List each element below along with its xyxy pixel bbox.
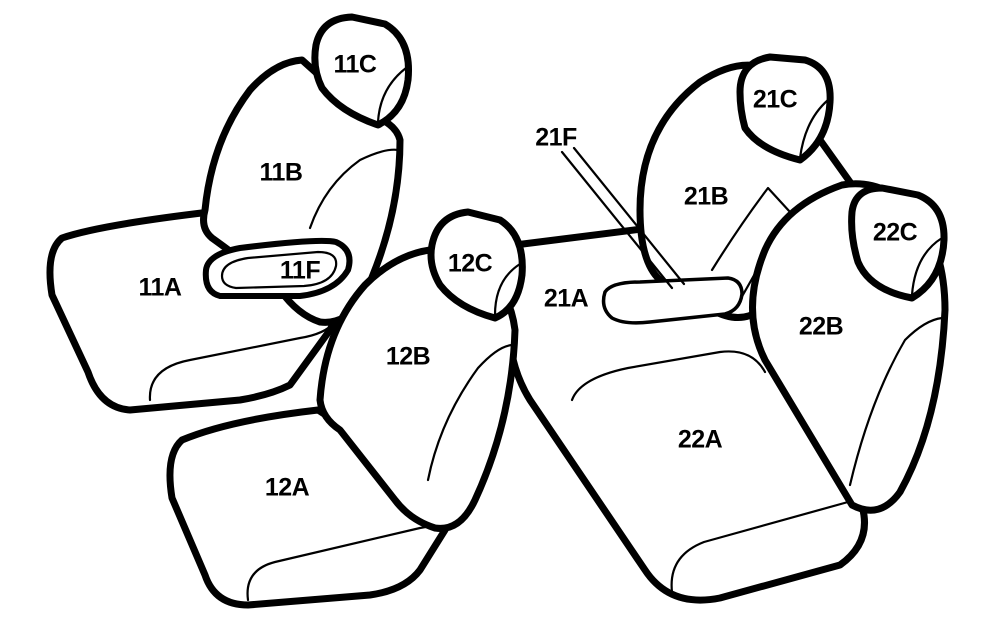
front-left-armrest-inner (220, 250, 338, 290)
rear-headrest-right-shape (848, 184, 948, 302)
front-right-headrest-seam (493, 262, 522, 317)
front-right-back-shape (316, 246, 519, 532)
label-11a: 11A (139, 274, 182, 302)
label-11b: 11B (260, 159, 303, 187)
rear-headrest-left-shape (736, 53, 834, 164)
rear-headrest-left-seam (798, 98, 830, 160)
label-12b: 12B (386, 343, 430, 371)
label-21f: 21F (535, 124, 577, 152)
front-left-back-seam (308, 148, 400, 230)
rear-bench (504, 53, 949, 604)
front-left-armrest-shape (202, 237, 353, 299)
label-21a: 21A (544, 285, 589, 313)
label-12c: 12C (448, 250, 493, 278)
label-21b: 21B (684, 183, 728, 211)
rear-armrest-leader-line (560, 146, 686, 290)
front-right-seat (166, 208, 526, 609)
label-11f: 11F (280, 257, 320, 285)
label-22b: 22B (799, 313, 843, 341)
rear-back-right-seam (848, 316, 944, 487)
rear-armrest-shape (601, 276, 744, 325)
label-12a: 12A (265, 474, 310, 502)
rear-headrest-right-seam (910, 236, 944, 297)
front-left-headrest-shape (311, 13, 413, 129)
front-left-seat (46, 13, 413, 414)
rear-cushion-seam (570, 350, 767, 402)
front-left-cushion-seam (148, 320, 337, 402)
label-22c: 22C (873, 219, 918, 247)
front-left-headrest-seam (376, 66, 408, 124)
label-21c: 21C (753, 86, 798, 114)
label-22a: 22A (678, 426, 723, 454)
rear-back-left-seam (710, 186, 792, 302)
label-11c: 11C (334, 51, 377, 79)
front-right-back-seam (426, 343, 514, 482)
rear-cushion-front-seam (670, 500, 850, 594)
